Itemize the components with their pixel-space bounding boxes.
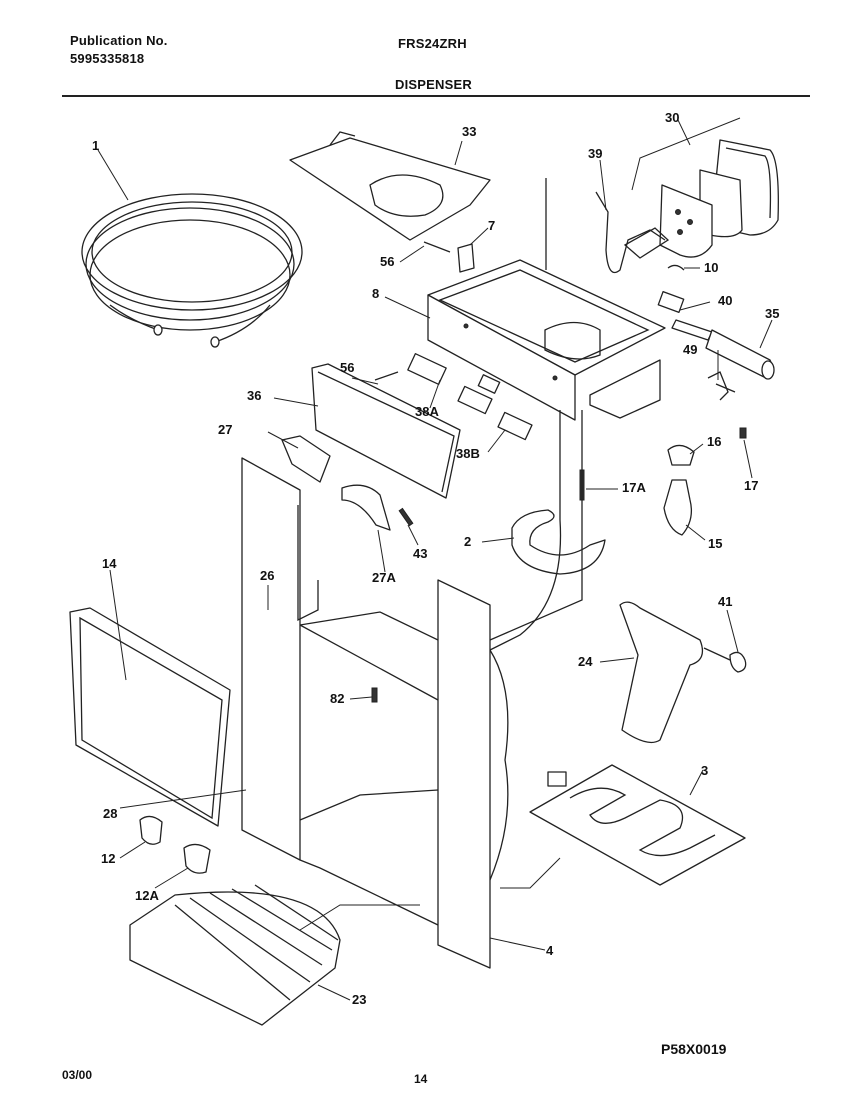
callout-49: 49 xyxy=(683,342,697,357)
callout-2: 2 xyxy=(464,534,471,549)
control-housing-part xyxy=(631,117,779,258)
callout-30: 30 xyxy=(665,110,679,125)
callout-7: 7 xyxy=(488,218,495,233)
micro-switch-parts xyxy=(407,353,533,441)
heater-pad-part xyxy=(529,764,746,886)
clip-parts xyxy=(139,815,211,874)
publication-number: 5995335818 xyxy=(70,51,145,66)
callout-14: 14 xyxy=(102,556,117,571)
callout-3: 3 xyxy=(701,763,708,778)
wire-harness-part xyxy=(545,178,670,274)
callout-17: 17 xyxy=(744,478,758,493)
drip-tray-part xyxy=(129,884,341,1026)
callout-35: 35 xyxy=(765,306,779,321)
callout-38a: 38A xyxy=(415,404,439,419)
dispenser-body-part xyxy=(241,410,583,969)
callout-82: 82 xyxy=(330,691,344,706)
callout-33: 33 xyxy=(462,124,476,139)
callout-36: 36 xyxy=(247,388,261,403)
callout-8: 8 xyxy=(372,286,379,301)
callout-10: 10 xyxy=(704,260,718,275)
callout-43: 43 xyxy=(413,546,427,561)
access-panel-part xyxy=(69,607,231,827)
callout-27: 27 xyxy=(218,422,232,437)
callout-12a: 12A xyxy=(135,888,159,903)
callout-27a: 27A xyxy=(372,570,396,585)
callout-17a: 17A xyxy=(622,480,646,495)
callout-40: 40 xyxy=(718,293,732,308)
cover-plate-part xyxy=(289,131,491,241)
bracket-parts xyxy=(281,435,391,531)
callout-38b: 38B xyxy=(456,446,480,461)
actuator-arm-part xyxy=(619,601,747,744)
callout-23: 23 xyxy=(352,992,366,1007)
switch-assembly-parts xyxy=(657,264,775,401)
fastener-parts-top xyxy=(374,241,475,381)
footer-date: 03/00 xyxy=(62,1068,93,1082)
callout-39: 39 xyxy=(588,146,602,161)
callout-56-mid: 56 xyxy=(340,360,354,375)
callout-12: 12 xyxy=(101,851,115,866)
upper-housing-part xyxy=(427,259,666,421)
callout-4: 4 xyxy=(546,943,554,958)
callout-1: 1 xyxy=(92,138,99,153)
leader-lines xyxy=(97,119,773,1001)
callout-26: 26 xyxy=(260,568,274,583)
light-socket-and-bulb-parts xyxy=(663,444,695,536)
callout-28: 28 xyxy=(103,806,117,821)
figure-code: P58X0019 xyxy=(661,1041,727,1057)
publication-label: Publication No. xyxy=(70,33,168,48)
header-rule xyxy=(62,95,810,97)
model-number: FRS24ZRH xyxy=(398,36,467,51)
page-number: 14 xyxy=(414,1072,428,1086)
tubing-coil-part xyxy=(81,193,303,348)
section-title: DISPENSER xyxy=(395,77,472,92)
callout-56-top: 56 xyxy=(380,254,394,269)
callout-labels: 1 33 30 39 7 56 10 8 40 35 56 49 36 38A … xyxy=(92,110,779,1007)
front-panel-part xyxy=(311,363,461,499)
callout-16: 16 xyxy=(707,434,721,449)
callout-24: 24 xyxy=(578,654,593,669)
callout-41: 41 xyxy=(718,594,732,609)
callout-15: 15 xyxy=(708,536,722,551)
